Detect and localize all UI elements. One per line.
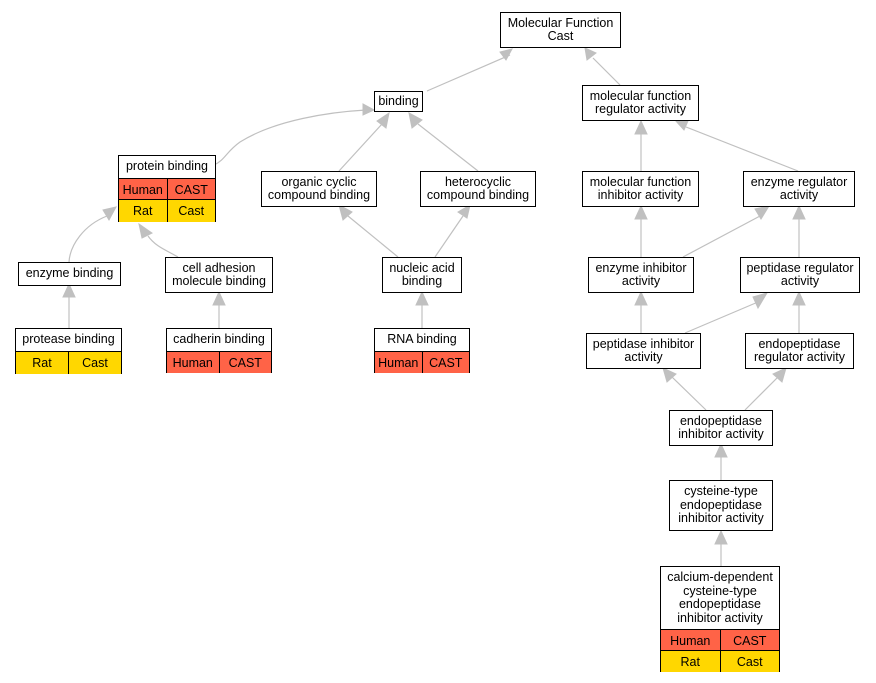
node-enzyme-inhibitor-activity[interactable]: enzyme inhibitor activity <box>588 257 694 293</box>
edge <box>213 109 367 166</box>
node-label: calcium-dependent cysteine-type endopept… <box>661 567 779 629</box>
edge-arrowhead <box>415 290 429 306</box>
species-cell: Human <box>172 355 213 370</box>
annotation-row-human: Human CAST <box>375 351 469 373</box>
edge-arrowhead <box>457 203 471 219</box>
edge <box>347 215 399 258</box>
annotation-row-human: Human CAST <box>661 629 779 651</box>
edge-arrowhead <box>792 290 806 306</box>
node-cadherin-binding[interactable]: cadherin binding Human CAST <box>166 328 272 373</box>
node-molecular-function-root[interactable]: Molecular Function Cast <box>500 12 621 48</box>
node-protein-binding[interactable]: protein binding Human CAST Rat Cast <box>118 155 216 222</box>
node-endopeptidase-regulator-activity[interactable]: endopeptidase regulator activity <box>745 333 854 369</box>
node-rna-binding[interactable]: RNA binding Human CAST <box>374 328 470 373</box>
edge-arrowhead <box>714 529 728 545</box>
node-nucleic-acid-binding[interactable]: nucleic acid binding <box>382 257 462 293</box>
edge-arrowhead <box>673 119 689 131</box>
node-endopeptidase-inhibitor-activity[interactable]: endopeptidase inhibitor activity <box>669 410 773 446</box>
edge-arrowhead <box>138 222 153 239</box>
edge <box>685 126 799 172</box>
species-cell: Rat <box>32 356 52 370</box>
species-cell: Rat <box>680 654 700 669</box>
edge-arrowhead <box>102 206 117 222</box>
node-mf-inhibitor-activity[interactable]: molecular function inhibitor activity <box>582 171 699 207</box>
edge-arrowhead <box>408 112 423 129</box>
node-label: protease binding <box>16 329 121 351</box>
edge <box>592 57 621 86</box>
annotation-row-human: Human CAST <box>167 351 271 373</box>
node-label: cadherin binding <box>167 329 271 351</box>
edge-arrowhead <box>772 367 787 383</box>
edge-arrowhead <box>362 103 376 116</box>
node-enzyme-regulator-activity[interactable]: enzyme regulator activity <box>743 171 855 207</box>
node-binding[interactable]: binding <box>374 91 423 112</box>
annotation-row-rat: Rat Cast <box>661 650 779 672</box>
edge <box>147 235 179 258</box>
edge-arrowhead <box>584 47 597 61</box>
edge-arrowhead <box>714 442 728 458</box>
annotation-row-rat: Rat Cast <box>119 199 215 222</box>
gene-cell: CAST <box>719 630 780 651</box>
gene-cell: CAST <box>218 352 272 373</box>
edge-arrowhead <box>376 111 390 129</box>
node-calcium-dependent-cysteine-type-endopeptidase-inhibitor-activity[interactable]: calcium-dependent cysteine-type endopept… <box>660 566 780 672</box>
edge-arrowhead <box>499 48 513 61</box>
edge-arrowhead <box>212 290 226 306</box>
node-cysteine-type-endopeptidase-inhibitor-activity[interactable]: cysteine-type endopeptidase inhibitor ac… <box>669 480 773 531</box>
edge-arrowhead <box>634 290 648 306</box>
node-label: RNA binding <box>375 329 469 351</box>
species-cell: Human <box>378 355 419 370</box>
edge-arrowhead <box>752 292 769 310</box>
node-protease-binding[interactable]: protease binding Rat Cast <box>15 328 122 374</box>
edge <box>417 123 479 172</box>
node-peptidase-inhibitor-activity[interactable]: peptidase inhibitor activity <box>586 333 701 369</box>
edge <box>684 301 759 334</box>
gene-cell: CAST <box>421 352 470 373</box>
species-cell: Human <box>670 633 711 648</box>
node-organic-cyclic-compound-binding[interactable]: organic cyclic compound binding <box>261 171 377 207</box>
gene-cell: Cast <box>719 651 780 672</box>
edge-arrowhead <box>662 367 677 383</box>
edge <box>338 123 383 172</box>
annotation-row-rat: Rat Cast <box>16 351 121 374</box>
node-peptidase-regulator-activity[interactable]: peptidase regulator activity <box>740 257 860 293</box>
node-mf-regulator-activity[interactable]: molecular function regulator activity <box>582 85 699 121</box>
edge <box>671 376 707 411</box>
edge <box>426 54 511 92</box>
edge-arrowhead <box>754 205 771 220</box>
species-cell: Human <box>122 182 163 197</box>
edge <box>744 376 779 411</box>
gene-cell: Cast <box>68 352 121 374</box>
annotation-row-human: Human CAST <box>119 178 215 200</box>
gene-cell: CAST <box>166 179 216 200</box>
edge <box>68 215 108 263</box>
species-cell: Rat <box>133 204 153 218</box>
node-heterocyclic-compound-binding[interactable]: heterocyclic compound binding <box>420 171 536 207</box>
node-label: protein binding <box>119 156 215 178</box>
gene-cell: Cast <box>166 200 216 222</box>
edge <box>682 215 761 258</box>
edge <box>434 215 464 258</box>
edge-arrowhead <box>338 204 353 221</box>
edge-arrowhead <box>62 282 76 298</box>
node-cell-adhesion-molecule-binding[interactable]: cell adhesion molecule binding <box>165 257 273 293</box>
node-enzyme-binding[interactable]: enzyme binding <box>18 262 121 286</box>
edge-arrowhead <box>792 204 806 220</box>
edge-arrowhead <box>634 119 648 135</box>
edge-arrowhead <box>634 204 648 220</box>
